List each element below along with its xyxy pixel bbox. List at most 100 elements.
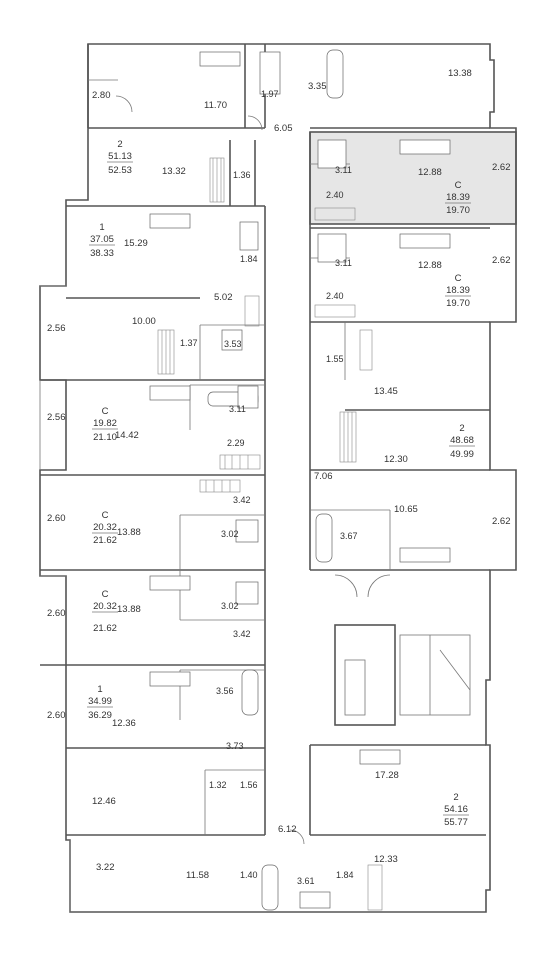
apartment-label[interactable]: C 20.32 21.62 [92, 510, 118, 546]
wardrobes [157, 157, 383, 911]
room-area-label: 3.53 [224, 339, 242, 349]
svg-text:51.13: 51.13 [108, 151, 132, 162]
room-area-label: 3.02 [221, 529, 239, 539]
room-area-label: 2.40 [326, 291, 344, 301]
room-area-label: 1.40 [240, 870, 258, 880]
room-area-label: 2.60 [47, 710, 66, 721]
room-area-label: 3.61 [297, 876, 315, 886]
room-area-label: 3.35 [308, 81, 327, 92]
room-area-label: 12.46 [92, 796, 116, 807]
svg-text:20.32: 20.32 [93, 522, 117, 533]
room-area-label: 1.36 [233, 170, 251, 180]
svg-text:C: C [102, 589, 109, 600]
svg-text:52.53: 52.53 [108, 165, 132, 176]
apartment-label[interactable]: 1 34.99 36.29 [87, 684, 113, 721]
room-area-label: 3.11 [335, 165, 352, 175]
svg-text:19.82: 19.82 [93, 418, 117, 429]
room-area-label: 3.73 [226, 741, 244, 751]
room-area-label: 2.62 [492, 162, 511, 173]
room-area-label: 12.30 [384, 454, 408, 465]
room-area-label: 2.80 [92, 90, 111, 101]
apartment-label[interactable]: 1 37.05 38.33 [89, 222, 115, 259]
svg-text:2: 2 [459, 423, 464, 434]
fixtures [149, 49, 451, 911]
svg-text:2: 2 [117, 139, 122, 150]
room-area-label: 10.00 [132, 316, 156, 327]
room-area-label: 3.42 [233, 495, 251, 505]
svg-text:18.39: 18.39 [446, 285, 470, 296]
room-area-label: 3.11 [229, 404, 246, 414]
room-area-label: 12.88 [418, 260, 442, 271]
apartment-labels[interactable]: 2 51.13 52.53 C 18.39 19.70 1 37.05 38.3… [87, 139, 475, 828]
room-area-label: 6.12 [278, 824, 297, 835]
room-area-label: 2.40 [326, 190, 344, 200]
room-area-label: 17.28 [375, 770, 399, 781]
room-area-label: 2.29 [227, 438, 245, 448]
room-area-label: 12.88 [418, 167, 442, 178]
svg-text:19.70: 19.70 [446, 298, 470, 309]
svg-text:49.99: 49.99 [450, 449, 474, 460]
room-area-label: 1.32 [209, 780, 227, 790]
right-column-walls [309, 127, 490, 836]
apartment-label[interactable]: C 18.39 19.70 [445, 273, 471, 309]
room-area-label: 13.88 [117, 604, 141, 615]
room-area-label: 2.62 [492, 255, 511, 266]
room-area-label: 3.42 [233, 629, 251, 639]
room-area-label: 3.22 [96, 862, 115, 873]
room-area-label: 3.02 [221, 601, 239, 611]
apartment-label[interactable]: C 20.32 21.62 [92, 589, 118, 634]
svg-text:20.32: 20.32 [93, 601, 117, 612]
room-area-label: 1.55 [326, 354, 344, 364]
room-area-label: 2.56 [47, 412, 66, 423]
room-area-label: 7.06 [314, 471, 333, 482]
room-area-label: 15.29 [124, 238, 148, 249]
apartment-label[interactable]: 2 54.16 55.77 [443, 792, 469, 828]
svg-text:21.10: 21.10 [93, 432, 117, 443]
svg-text:19.70: 19.70 [446, 205, 470, 216]
svg-text:54.16: 54.16 [444, 804, 468, 815]
room-area-label: 13.32 [162, 166, 186, 177]
svg-text:1: 1 [97, 684, 102, 695]
room-area-label: 14.42 [115, 430, 139, 441]
room-area-label: 12.33 [374, 854, 398, 865]
room-area-label: 2.60 [47, 608, 66, 619]
svg-text:21.62: 21.62 [93, 623, 117, 634]
room-area-label: 11.58 [186, 870, 209, 881]
room-area-label: 1.56 [240, 780, 258, 790]
room-area-label: 6.05 [274, 123, 293, 134]
room-area-label: 1.84 [336, 870, 354, 880]
room-area-label: 12.36 [112, 718, 136, 729]
room-area-label: 3.11 [335, 258, 352, 268]
svg-text:C: C [455, 273, 462, 284]
room-area-label: 5.02 [214, 292, 233, 303]
room-area-label: 3.56 [216, 686, 234, 696]
svg-text:18.39: 18.39 [446, 192, 470, 203]
room-area-label: 1.97 [261, 89, 279, 99]
svg-text:55.77: 55.77 [444, 817, 468, 828]
svg-text:48.68: 48.68 [450, 435, 474, 446]
room-area-label: 1.84 [240, 254, 258, 264]
room-area-label: 1.37 [180, 338, 198, 348]
room-area-label: 13.88 [117, 527, 141, 538]
doors [115, 95, 391, 845]
svg-text:1: 1 [99, 222, 104, 233]
apartment-label[interactable]: C 19.82 21.10 [92, 406, 118, 443]
room-area-label: 13.38 [448, 68, 472, 79]
room-area-label: 3.67 [340, 531, 358, 541]
room-area-label: 13.45 [374, 386, 398, 397]
left-column-walls [39, 44, 266, 912]
svg-text:21.62: 21.62 [93, 535, 117, 546]
apartment-label[interactable]: 2 48.68 49.99 [449, 423, 475, 460]
svg-text:37.05: 37.05 [90, 234, 114, 245]
svg-text:38.33: 38.33 [90, 248, 114, 259]
apartment-label[interactable]: C 18.39 19.70 [445, 180, 471, 216]
svg-text:2: 2 [453, 792, 458, 803]
room-area-label: 10.65 [394, 504, 418, 515]
room-area-labels: 2.80 11.70 1.97 3.35 13.38 6.05 13.32 1.… [47, 68, 511, 886]
room-area-label: 11.70 [204, 100, 227, 111]
apartment-label[interactable]: 2 51.13 52.53 [107, 139, 133, 176]
room-area-label: 2.62 [492, 516, 511, 527]
svg-text:C: C [455, 180, 462, 191]
svg-text:C: C [102, 510, 109, 521]
